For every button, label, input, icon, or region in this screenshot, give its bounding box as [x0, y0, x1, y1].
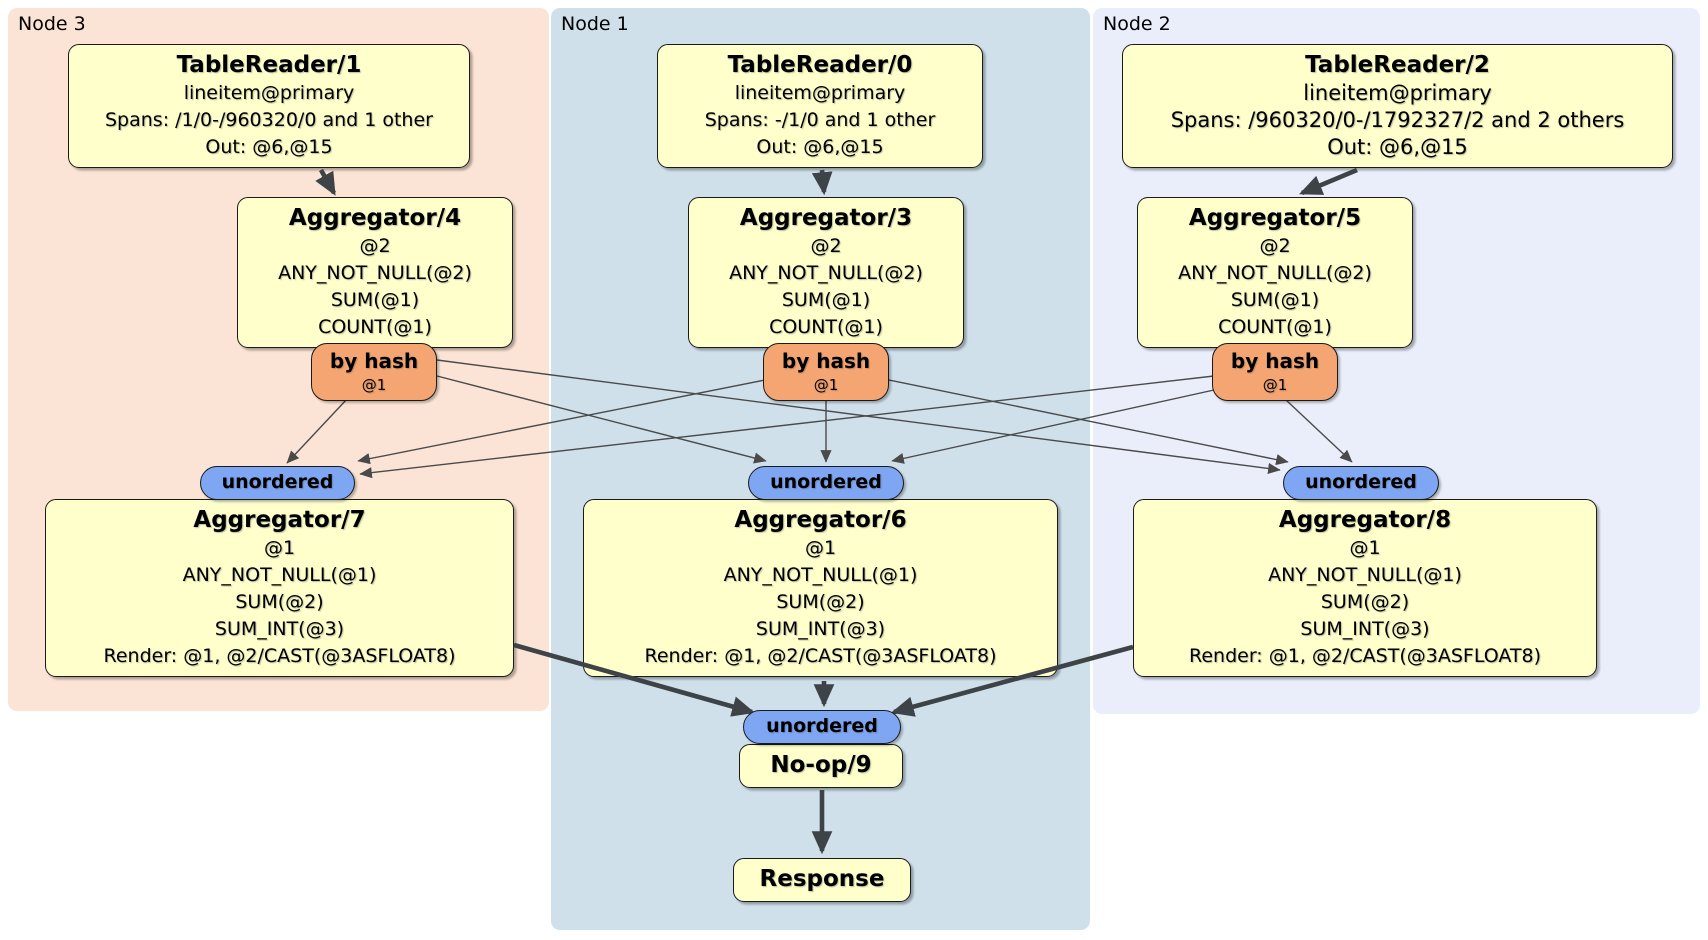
processor-title: TableReader/1 [176, 52, 362, 78]
processor-detail: SUM_INT(@3) [755, 618, 886, 640]
processor-noop-9: No-op/9 [739, 744, 903, 788]
processor-aggregator-4: Aggregator/4 @2 ANY_NOT_NULL(@2) SUM(@1)… [237, 197, 513, 348]
processor-aggregator-8: Aggregator/8 @1 ANY_NOT_NULL(@1) SUM(@2)… [1133, 499, 1597, 677]
processor-detail: @2 [810, 235, 842, 257]
processor-detail: ANY_NOT_NULL(@1) [182, 564, 377, 586]
router-detail: @1 [361, 376, 387, 394]
processor-detail: SUM(@1) [1230, 289, 1320, 311]
processor-aggregator-3: Aggregator/3 @2 ANY_NOT_NULL(@2) SUM(@1)… [688, 197, 964, 348]
processor-detail: @2 [1259, 235, 1291, 257]
processor-detail: SUM_INT(@3) [214, 618, 345, 640]
processor-detail: @1 [804, 537, 837, 559]
processor-detail: SUM(@1) [781, 289, 871, 311]
processor-detail: Render: @1, @2/CAST(@3ASFLOAT8) [103, 645, 456, 667]
processor-detail: @1 [263, 537, 296, 559]
processor-title: Aggregator/7 [193, 507, 366, 533]
processor-aggregator-6: Aggregator/6 @1 ANY_NOT_NULL(@1) SUM(@2)… [583, 499, 1058, 677]
node-group-label: Node 1 [561, 13, 629, 35]
processor-detail: COUNT(@1) [769, 316, 883, 338]
processor-tablereader-1: TableReader/1 lineitem@primary Spans: /1… [68, 44, 470, 168]
processor-title: Aggregator/6 [734, 507, 907, 533]
processor-title: Aggregator/8 [1278, 507, 1452, 533]
processor-detail: Spans: -/1/0 and 1 other [704, 109, 936, 131]
processor-detail: ANY_NOT_NULL(@1) [723, 564, 918, 586]
processor-detail: @2 [359, 235, 391, 257]
router-detail: @1 [1262, 376, 1288, 394]
processor-detail: lineitem@primary [1303, 81, 1492, 105]
processor-tablereader-2: TableReader/2 lineitem@primary Spans: /9… [1122, 44, 1673, 168]
processor-detail: SUM(@1) [330, 289, 420, 311]
processor-title: TableReader/0 [727, 52, 913, 78]
processor-tablereader-0: TableReader/0 lineitem@primary Spans: -/… [657, 44, 983, 168]
processor-detail: ANY_NOT_NULL(@2) [278, 262, 472, 284]
processor-detail: lineitem@primary [734, 82, 906, 104]
processor-detail: Out: @6,@15 [756, 136, 884, 158]
processor-detail: COUNT(@1) [318, 316, 432, 338]
processor-detail: ANY_NOT_NULL(@2) [729, 262, 923, 284]
processor-detail: Render: @1, @2/CAST(@3ASFLOAT8) [1189, 645, 1541, 667]
processor-detail: SUM(@2) [235, 591, 324, 613]
processor-detail: Spans: /960320/0-/1792327/2 and 2 others [1170, 108, 1625, 132]
router-by-hash-node3: by hash @1 [311, 343, 437, 401]
router-detail: @1 [813, 376, 839, 394]
processor-title: Response [759, 866, 885, 892]
router-label: by hash [781, 349, 871, 373]
node-group-label: Node 3 [18, 13, 86, 35]
processor-detail: ANY_NOT_NULL(@2) [1178, 262, 1372, 284]
processor-detail: lineitem@primary [183, 82, 355, 104]
processor-response: Response [733, 858, 911, 902]
processor-title: No-op/9 [770, 752, 872, 778]
router-by-hash-node2: by hash @1 [1212, 343, 1338, 401]
processor-detail: @1 [1349, 537, 1381, 559]
sync-unordered-node1: unordered [748, 466, 904, 500]
router-label: by hash [329, 349, 419, 373]
router-label: by hash [1230, 349, 1320, 373]
processor-aggregator-5: Aggregator/5 @2 ANY_NOT_NULL(@2) SUM(@1)… [1137, 197, 1413, 348]
processor-detail: ANY_NOT_NULL(@1) [1268, 564, 1462, 586]
processor-title: TableReader/2 [1305, 52, 1490, 78]
node-group-label: Node 2 [1103, 13, 1171, 35]
processor-detail: Spans: /1/0-/960320/0 and 1 other [105, 109, 433, 131]
processor-aggregator-7: Aggregator/7 @1 ANY_NOT_NULL(@1) SUM(@2)… [45, 499, 514, 677]
processor-detail: SUM_INT(@3) [1300, 618, 1430, 640]
processor-detail: Out: @6,@15 [205, 136, 333, 158]
processor-detail: COUNT(@1) [1218, 316, 1332, 338]
processor-detail: Render: @1, @2/CAST(@3ASFLOAT8) [644, 645, 997, 667]
processor-detail: Out: @6,@15 [1327, 135, 1468, 159]
processor-title: Aggregator/5 [1188, 205, 1362, 231]
processor-detail: SUM(@2) [1320, 591, 1410, 613]
processor-title: Aggregator/3 [739, 205, 913, 231]
sync-unordered-node2: unordered [1283, 466, 1439, 500]
processor-title: Aggregator/4 [288, 205, 462, 231]
sync-unordered-final: unordered [743, 710, 901, 744]
router-by-hash-node1: by hash @1 [763, 343, 889, 401]
sync-unordered-node3: unordered [200, 466, 355, 500]
processor-detail: SUM(@2) [776, 591, 865, 613]
